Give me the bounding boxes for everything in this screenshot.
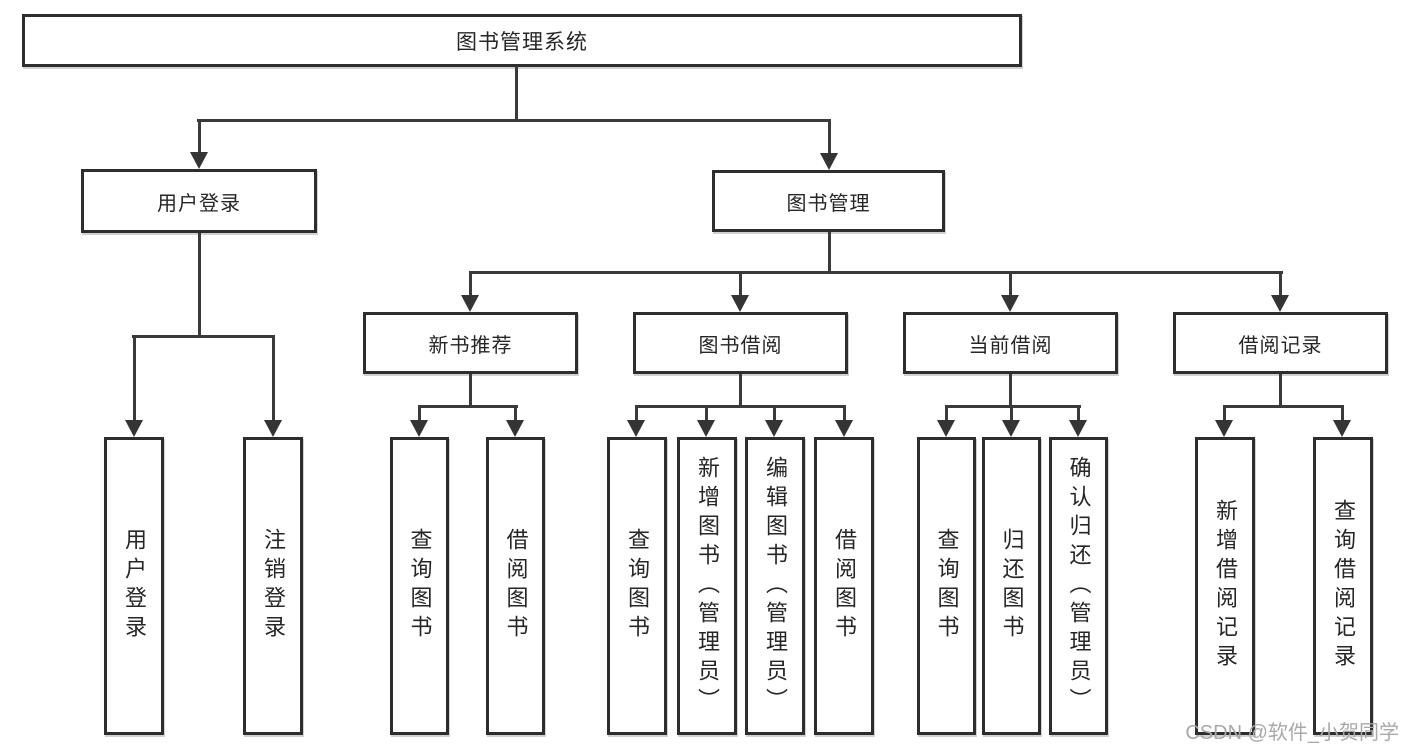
node-current-borrow: 当前借阅 xyxy=(903,312,1118,374)
leaf-logout: 注销登录 xyxy=(243,437,303,735)
node-label: 查询图书 xyxy=(407,528,433,644)
connector-drop-leaf xyxy=(945,405,948,423)
connector-drop-login xyxy=(198,119,201,157)
arrow-down-icon xyxy=(1001,295,1019,312)
node-book-borrow: 图书借阅 xyxy=(633,312,848,374)
node-label: 图书管理系统 xyxy=(456,30,588,54)
connector-section-branch xyxy=(1223,405,1343,408)
node-label: 当前借阅 xyxy=(968,334,1053,357)
node-user-login: 用户登录 xyxy=(81,169,317,233)
arrow-down-icon xyxy=(1002,420,1020,437)
connector-root-stem xyxy=(515,66,518,122)
connector-section-stem xyxy=(1279,374,1282,408)
leaf-borrow-book: 借阅图书 xyxy=(814,437,874,735)
arrow-down-icon xyxy=(731,295,749,312)
arrow-down-icon xyxy=(264,420,282,437)
node-label: 查询借阅记录 xyxy=(1331,499,1356,673)
arrow-down-icon xyxy=(627,420,645,437)
connector-section-stem xyxy=(469,374,472,408)
connector-manage-branch xyxy=(469,271,1283,274)
node-label: 用户登录 xyxy=(157,192,241,215)
arrow-down-icon xyxy=(410,420,428,437)
connector-drop-leaf xyxy=(1341,405,1344,423)
node-label: 查询图书 xyxy=(625,528,650,644)
node-label: 新书推荐 xyxy=(428,334,513,357)
node-borrow-record: 借阅记录 xyxy=(1173,312,1388,374)
node-label: 新增借阅记录 xyxy=(1213,499,1238,673)
arrow-down-icon xyxy=(1215,420,1233,437)
leaf-confirm-return-admin: 确认归还（管理员） xyxy=(1049,437,1108,735)
leaf-borrow-book: 借阅图书 xyxy=(486,437,545,735)
connector-drop-leaf xyxy=(1077,405,1080,423)
node-label: 借阅记录 xyxy=(1238,334,1323,357)
node-label: 图书管理 xyxy=(786,192,871,215)
node-book-manage: 图书管理 xyxy=(712,170,945,232)
connector-drop-leaf xyxy=(635,405,638,423)
node-label: 图书借阅 xyxy=(698,334,783,357)
connector-drop-leaf xyxy=(514,405,517,423)
connector-manage-stem xyxy=(828,232,831,274)
connector-section-branch xyxy=(945,405,1081,408)
arrow-down-icon xyxy=(190,152,208,169)
leaf-user-login: 用户登录 xyxy=(104,437,164,735)
node-label: 注销登录 xyxy=(261,528,286,644)
connector-login-branch xyxy=(132,335,275,338)
connector-section-stem xyxy=(1009,374,1012,408)
arrow-down-icon xyxy=(697,420,715,437)
connector-drop-leaf xyxy=(133,335,136,423)
node-root-system: 图书管理系统 xyxy=(22,14,1022,67)
arrow-down-icon xyxy=(835,420,853,437)
connector-drop-leaf xyxy=(1010,405,1013,423)
connector-section-branch xyxy=(418,405,518,408)
arrow-down-icon xyxy=(765,420,783,437)
node-label: 借阅图书 xyxy=(503,528,529,644)
connector-drop-section xyxy=(739,271,742,298)
connector-drop-leaf xyxy=(843,405,846,423)
node-label: 归还图书 xyxy=(999,528,1025,644)
node-label: 确认归还（管理员） xyxy=(1066,455,1092,717)
connector-section-branch xyxy=(635,405,846,408)
connector-drop-manage xyxy=(828,119,831,157)
leaf-add-book-admin: 新增图书（管理员） xyxy=(677,437,737,735)
node-label: 借阅图书 xyxy=(832,528,857,644)
leaf-query-book: 查询图书 xyxy=(390,437,449,735)
arrow-down-icon xyxy=(506,420,524,437)
arrow-down-icon xyxy=(1333,420,1351,437)
node-label: 查询图书 xyxy=(934,528,960,644)
connector-drop-leaf xyxy=(773,405,776,423)
connector-root-branch xyxy=(197,119,831,122)
node-label: 用户登录 xyxy=(122,528,147,644)
csdn-watermark: CSDN @软件_小贺同学 xyxy=(1185,722,1399,744)
connector-drop-leaf xyxy=(705,405,708,423)
connector-section-stem xyxy=(739,374,742,408)
connector-login-stem xyxy=(198,233,201,338)
connector-drop-section xyxy=(1279,271,1282,298)
leaf-query-borrow-record: 查询借阅记录 xyxy=(1313,437,1373,735)
arrow-down-icon xyxy=(820,153,838,170)
connector-drop-leaf xyxy=(272,335,275,423)
connector-drop-leaf xyxy=(418,405,421,423)
leaf-query-book: 查询图书 xyxy=(607,437,667,735)
leaf-edit-book-admin: 编辑图书（管理员） xyxy=(745,437,805,735)
arrow-down-icon xyxy=(461,295,479,312)
connector-drop-section xyxy=(1009,271,1012,298)
arrow-down-icon xyxy=(1271,295,1289,312)
connector-drop-leaf xyxy=(1223,405,1226,423)
leaf-return-book: 归还图书 xyxy=(982,437,1041,735)
leaf-add-borrow-record: 新增借阅记录 xyxy=(1195,437,1255,735)
node-new-book-recommend: 新书推荐 xyxy=(363,312,578,374)
arrow-down-icon xyxy=(1069,420,1087,437)
connector-drop-section xyxy=(469,271,472,298)
arrow-down-icon xyxy=(125,420,143,437)
arrow-down-icon xyxy=(937,420,955,437)
node-label: 编辑图书（管理员） xyxy=(763,455,788,717)
node-label: 新增图书（管理员） xyxy=(695,455,720,717)
leaf-query-book: 查询图书 xyxy=(917,437,976,735)
